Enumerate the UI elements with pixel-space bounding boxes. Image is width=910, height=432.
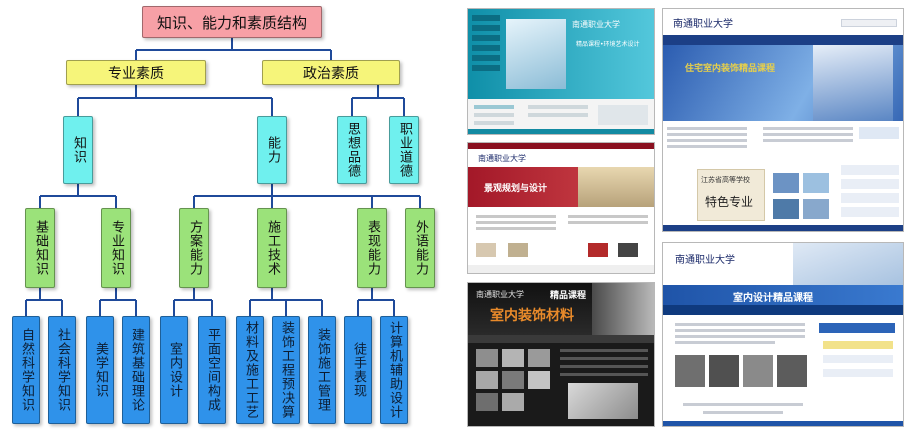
banner-title: 住宅室内装饰精品课程: [685, 64, 776, 74]
diagram-connectors: [25, 38, 421, 316]
screenshot-landscape-site: 南通职业大学 景观规划与设计: [467, 142, 655, 274]
node-ability: 能力: [257, 116, 287, 184]
node-plane-space: 平面空间构成: [198, 316, 226, 424]
logo: 南通职业大学: [478, 154, 526, 163]
node-professional-knowledge: 专业知识: [101, 208, 131, 288]
node-foreign-language: 外语能力: [405, 208, 435, 288]
node-professional-ethics: 职业道德: [389, 116, 419, 184]
sign-line-2: 特色专业: [705, 195, 754, 209]
node-social-science: 社会科学知识: [48, 316, 76, 424]
banner-title: 精品课程•环境艺术设计: [576, 41, 640, 48]
node-freehand: 徒手表现: [344, 316, 372, 424]
screenshot-env-art-site: 南通职业大学 精品课程•环境艺术设计: [467, 8, 655, 135]
logo: 南通职业大学: [572, 20, 620, 29]
sign-line-1: 江苏省高等学校: [701, 176, 750, 184]
node-knowledge: 知识: [63, 116, 93, 184]
node-interior-design: 室内设计: [160, 316, 188, 424]
node-budget: 装饰工程预决算: [272, 316, 300, 424]
screenshot-interior-design-site: 南通职业大学 室内设计精品课程: [662, 242, 904, 427]
node-cad: 计算机辅助设计: [380, 316, 408, 424]
node-aesthetics: 美学知识: [86, 316, 114, 424]
logo: 南通职业大学: [675, 255, 735, 266]
node-presentation-ability: 表现能力: [357, 208, 387, 288]
node-materials-craft: 材料及施工工艺: [236, 316, 264, 424]
node-basic-knowledge: 基础知识: [25, 208, 55, 288]
node-construction-tech: 施工技术: [257, 208, 287, 288]
banner-title: 景观规划与设计: [484, 184, 548, 194]
logo: 南通职业大学: [673, 19, 733, 30]
banner-title: 室内装饰材料: [490, 308, 574, 324]
node-natural-science: 自然科学知识: [12, 316, 40, 424]
screenshot-materials-site: 南通职业大学 精品课程 室内装饰材料: [467, 282, 655, 427]
node-professional-quality: 专业素质: [66, 60, 206, 85]
screenshot-residential-site: 南通职业大学 住宅室内装饰精品课程 江苏省高等学校 特色专业: [662, 8, 904, 232]
node-political-quality: 政治素质: [262, 60, 400, 85]
node-design-ability: 方案能力: [179, 208, 209, 288]
logo: 南通职业大学: [476, 290, 524, 299]
node-architecture-theory: 建筑基础理论: [122, 316, 150, 424]
banner-prefix: 精品课程: [550, 291, 587, 301]
node-construction-management: 装饰施工管理: [308, 316, 336, 424]
banner-title: 室内设计精品课程: [733, 293, 813, 304]
node-ideology-morality: 思想品德: [337, 116, 367, 184]
node-root: 知识、能力和素质结构: [142, 6, 322, 38]
